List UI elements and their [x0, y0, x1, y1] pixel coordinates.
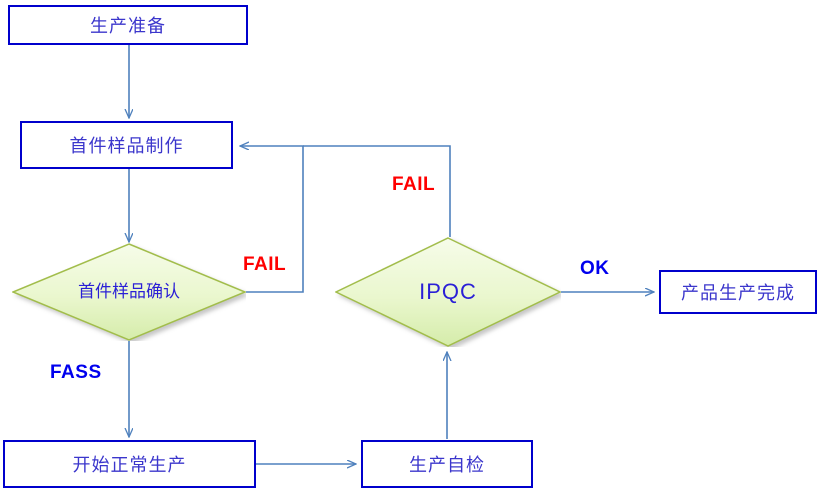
edge-confirm-fail-to-make	[240, 146, 304, 293]
node-production-done[interactable]: 产品生产完成	[659, 270, 817, 314]
node-production-prep[interactable]: 生产准备	[8, 5, 248, 45]
node-first-article-confirm[interactable]: 首件样品确认	[12, 243, 246, 341]
node-normal-production-label: 开始正常生产	[72, 455, 187, 475]
node-production-done-label: 产品生产完成	[681, 283, 795, 303]
node-first-article-confirm-label: 首件样品确认	[77, 282, 180, 302]
diamond-shape-icon	[335, 237, 561, 347]
edge-label-confirm-pass: FASS	[50, 362, 102, 383]
node-self-inspection[interactable]: 生产自检	[361, 440, 533, 488]
node-self-inspection-label: 生产自检	[409, 455, 485, 475]
edge-label-ipqc-ok: OK	[580, 258, 610, 279]
node-production-prep-label: 生产准备	[90, 16, 166, 36]
edge-label-confirm-fail: FAIL	[243, 254, 287, 275]
edge-ipqc-fail-to-make	[303, 145, 451, 237]
node-ipqc[interactable]: IPQC	[335, 237, 561, 347]
diamond-shape-icon	[12, 243, 246, 341]
node-first-article-make-label: 首件样品制作	[69, 136, 184, 156]
node-normal-production[interactable]: 开始正常生产	[3, 440, 256, 488]
node-first-article-make[interactable]: 首件样品制作	[20, 121, 233, 169]
node-ipqc-label: IPQC	[419, 279, 477, 305]
edge-label-ipqc-fail: FAIL	[392, 174, 436, 195]
